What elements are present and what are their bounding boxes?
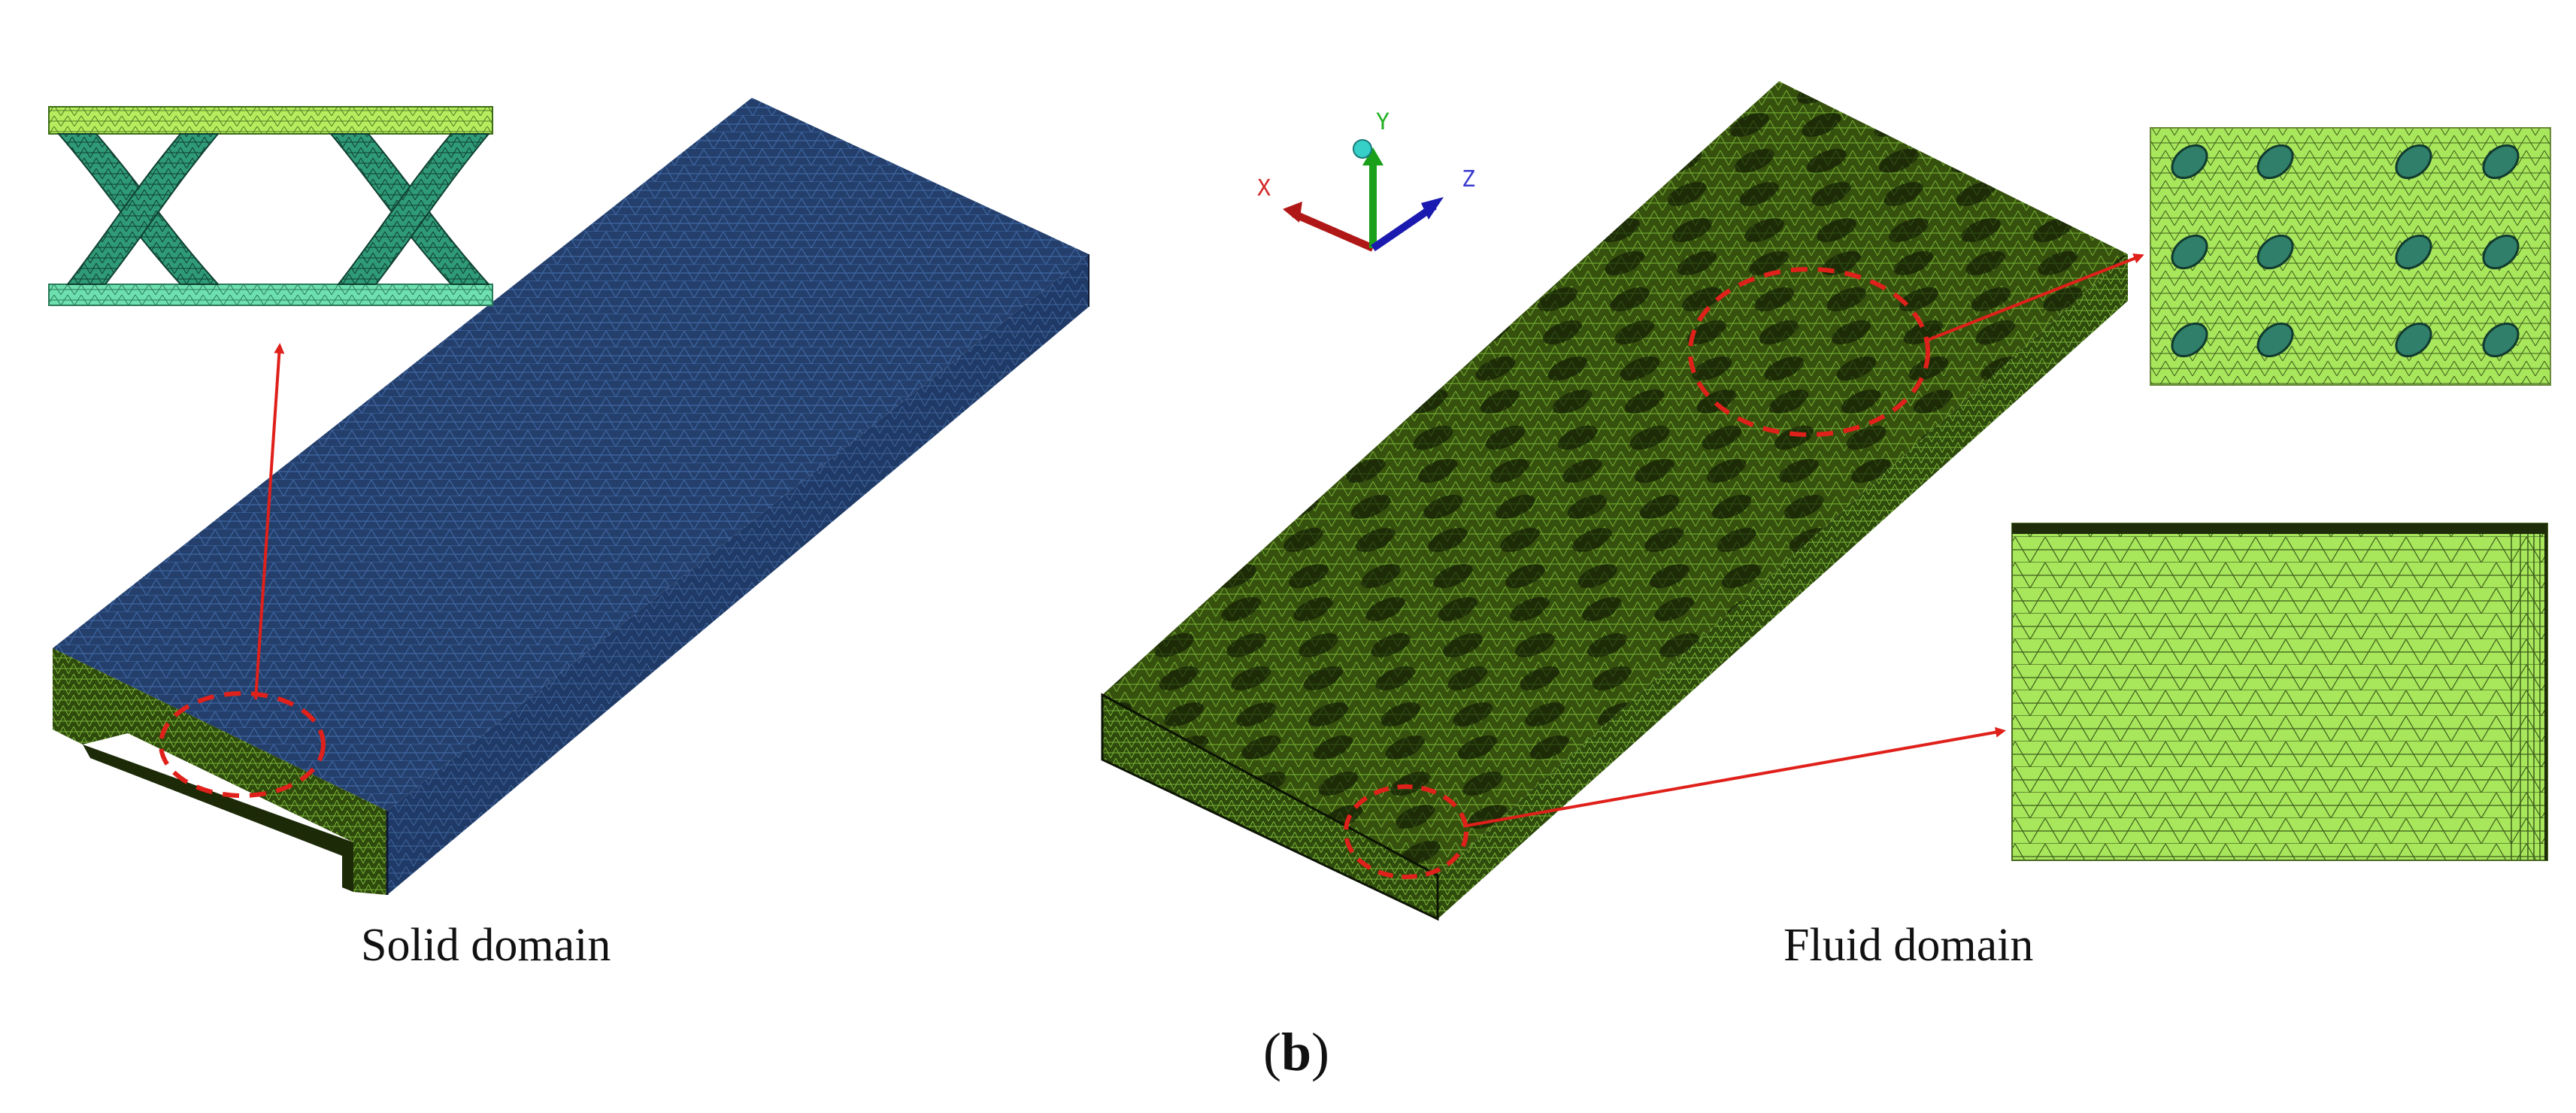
axis-x-label: X (1257, 175, 1271, 202)
panel-label-close: ) (1311, 1022, 1330, 1082)
solid-top-face (53, 98, 1089, 811)
axis-z-label: Z (1462, 166, 1475, 193)
solid-annotation (159, 343, 326, 798)
inset-top-plate (48, 106, 493, 135)
solid-side-face (387, 254, 1089, 895)
fluid-bottom-callout-arrow (1465, 726, 2006, 827)
inset-top-edge (2012, 523, 2547, 534)
strut-right-b (336, 133, 491, 285)
solid-domain-model (53, 98, 1089, 895)
fluid-domain-caption: Fluid domain (1784, 920, 2034, 971)
solid-channel-cavity (83, 745, 353, 892)
fluid-top-highlight-circle (1688, 267, 1930, 437)
axis-triad: X Y Z (1257, 109, 1475, 252)
panel-label-letter: b (1280, 1022, 1312, 1082)
solid-domain-caption: Solid domain (361, 920, 611, 971)
axis-x-arrow (1292, 210, 1374, 252)
solid-highlight-circle (159, 691, 326, 798)
inset-bottom-plate (48, 284, 493, 306)
axis-y-label: Y (1376, 109, 1390, 135)
axis-origin-sphere (1353, 139, 1372, 159)
fluid-inset-boundary-mesh (2011, 523, 2548, 861)
solid-callout-arrow (254, 343, 285, 700)
strut-left-b (65, 133, 220, 285)
inset-boundary-panel (2011, 523, 2548, 861)
solid-front-face (53, 648, 387, 895)
fluid-bottom-highlight-circle (1344, 784, 1468, 879)
fluid-domain-model (1101, 81, 2128, 921)
fluid-side-face (1438, 254, 2128, 919)
panel-label: (b) (1263, 1021, 1329, 1084)
fluid-inset-dimples (2150, 127, 2551, 386)
fluid-top-callout-arrow (1927, 253, 2144, 341)
panel-label-open: ( (1263, 1022, 1281, 1082)
axis-z-arrow (1371, 202, 1437, 252)
solid-inset-lattice (48, 106, 493, 306)
fluid-annotations (1344, 253, 2144, 879)
